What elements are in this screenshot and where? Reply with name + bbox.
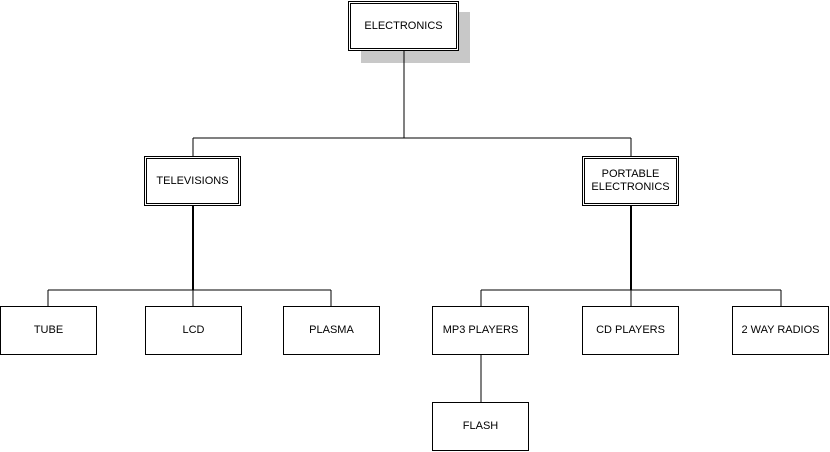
node-lcd: LCD bbox=[145, 306, 242, 355]
node-2-way-radios-label: 2 WAY RADIOS bbox=[741, 324, 820, 336]
node-lcd-label: LCD bbox=[182, 324, 205, 336]
node-tube-label: TUBE bbox=[33, 324, 64, 336]
node-flash-label: FLASH bbox=[462, 420, 499, 432]
node-tube: TUBE bbox=[0, 306, 97, 355]
node-mp3-players-label: MP3 PLAYERS bbox=[442, 324, 519, 336]
node-mp3-players: MP3 PLAYERS bbox=[432, 306, 529, 355]
node-televisions-label: TELEVISIONS bbox=[156, 174, 229, 187]
node-televisions: TELEVISIONS bbox=[144, 156, 241, 206]
node-flash: FLASH bbox=[432, 402, 529, 451]
node-2-way-radios: 2 WAY RADIOS bbox=[732, 306, 829, 355]
node-electronics-label: ELECTRONICS bbox=[364, 19, 443, 32]
node-plasma-label: PLASMA bbox=[309, 324, 354, 336]
node-portable-electronics-label: PORTABLE ELECTRONICS bbox=[591, 168, 670, 193]
node-portable-electronics: PORTABLE ELECTRONICS bbox=[582, 156, 679, 206]
node-plasma: PLASMA bbox=[283, 306, 380, 355]
node-cd-players-label: CD PLAYERS bbox=[596, 324, 665, 336]
node-cd-players: CD PLAYERS bbox=[582, 306, 679, 355]
node-electronics: ELECTRONICS bbox=[348, 1, 459, 51]
